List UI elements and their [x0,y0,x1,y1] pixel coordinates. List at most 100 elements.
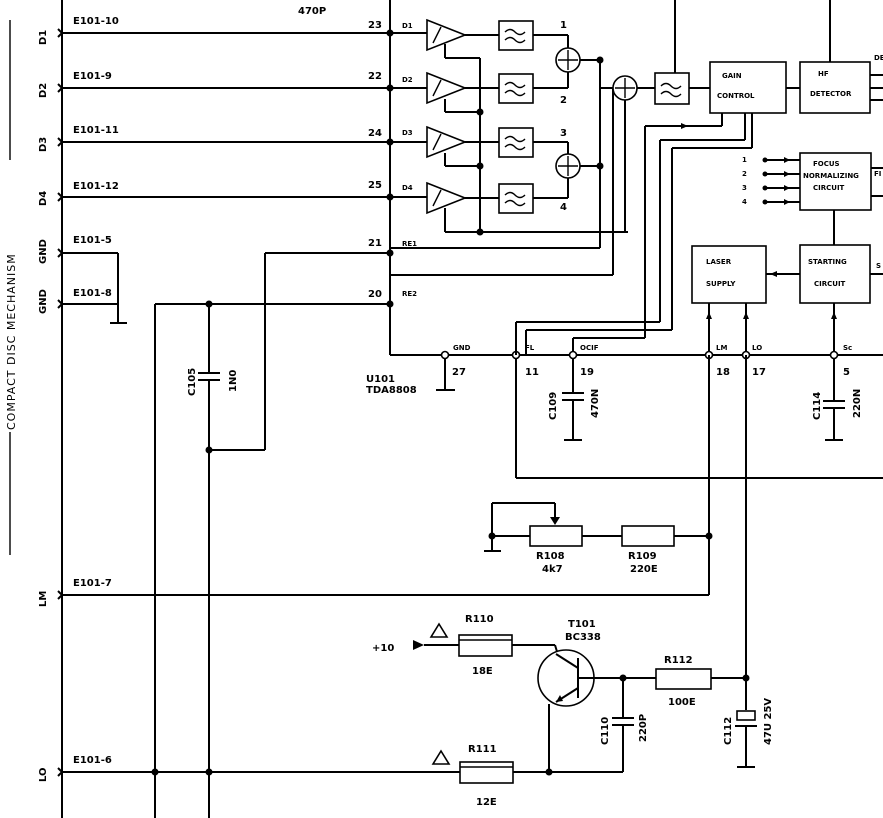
component-ref: R112 [664,655,693,666]
connector-ref: E101-12 [73,181,119,192]
transistor-stage: +10 R110 18E T101 BC338 R111 12E C110 2 [372,355,774,808]
connector-sig: D3 [38,137,49,152]
pin-number: 25 [368,180,382,191]
connector-sig: GND [38,289,49,314]
component-value: BC338 [565,632,601,643]
component-value: 470N [590,389,601,418]
capacitor-c109: C109 470N [548,358,601,441]
pin-number: 22 [368,71,382,82]
capacitor-c105: C105 1N0 [154,252,390,818]
internal-label: D1 [402,22,413,30]
sum-label: 2 [560,95,567,106]
connector-sig: LO [38,767,49,782]
focus-input-label: 2 [742,170,747,178]
sum-label: 4 [560,202,567,213]
pin-name: Sc [843,344,852,352]
component-ref: C109 [548,392,559,420]
component-value: 18E [472,666,493,677]
focus-input-label: 1 [742,156,747,164]
pin-number: 18 [716,367,730,378]
focus-input-label: 3 [742,184,747,192]
pin-name: LO [752,344,762,352]
laser-supply-block: LASER SUPPLY [691,245,800,355]
connector-sig: GND [38,239,49,264]
component-ref: R111 [468,744,497,755]
component-value: 220N [852,389,863,418]
block-label: HF [818,70,829,78]
supply-label: +10 [372,643,394,654]
edge-fragment: DE [874,54,883,62]
block-label: CONTROL [717,92,755,100]
starting-circuit-block: STARTING CIRCUIT S [799,244,883,355]
pin-name: FL [525,344,535,352]
sum-label: 1 [560,20,567,31]
block-label: DETECTOR [810,90,852,98]
hf-path [600,0,710,232]
connector-ref: E101-9 [73,71,112,82]
connector-ref: E101-7 [73,578,112,589]
pin-name: GND [453,344,471,352]
component-value: 12E [476,797,497,808]
internal-label: D4 [402,184,413,192]
component-ref: C105 [187,368,198,396]
pin-number: 23 [368,20,382,31]
component-ref: C110 [600,717,611,745]
focus-input-label: 4 [742,198,747,206]
connector-sig: D1 [38,30,49,45]
block-label: STARTING [808,258,847,266]
ic-ref: U101 [366,374,395,385]
component-value: 1N0 [228,370,239,392]
component-ref: R110 [465,614,494,625]
component-ref: T101 [568,619,596,630]
pin-number: 27 [452,367,466,378]
resistor-network-r108-r109: R108 4k7 R109 220E [484,355,713,595]
internal-label: D2 [402,76,413,84]
block-label: FOCUS [813,160,840,168]
pin-number: 21 [368,238,382,249]
edge-fragment: S [876,262,881,270]
connector-sig: LM [38,591,49,607]
block-label: CIRCUIT [813,184,845,192]
amplifier-chain: 1 2 3 4 [390,18,628,276]
connector-ref: E101-6 [73,755,112,766]
pin-name: LM [716,344,727,352]
pin-number: 11 [525,367,539,378]
connector-ref: E101-11 [73,125,119,136]
capacitor-c114: C114 220N [812,358,863,441]
input-connectors: D1 E101-10 23 D1 D2 E101-9 22 D2 D3 E101… [38,0,417,818]
component-ref: C112 [723,717,734,745]
ic-bottom-pins: GND 27 FL 11 OCIF 19 LM 18 LO 17 Sc 5 [436,344,852,391]
block-label: GAIN [722,72,742,80]
component-value: 4k7 [542,564,563,575]
block-label: NORMALIZING [803,172,859,180]
component-ref: R108 [536,551,565,562]
internal-label: RE2 [402,290,417,298]
pin-number: 19 [580,367,594,378]
pin-number: 5 [843,367,850,378]
connector-ref: E101-8 [73,288,112,299]
top-cap-value: 470P [298,6,326,17]
block-label: SUPPLY [706,280,736,288]
connector-ref: E101-5 [73,235,112,246]
internal-label: D3 [402,129,413,137]
edge-fragment: FI [874,170,881,178]
sum-label: 3 [560,128,567,139]
internal-label: RE1 [402,240,417,248]
pin-number: 20 [368,289,382,300]
pin-name: OCIF [580,344,599,352]
component-value: 220P [638,714,649,742]
connector-sig: D2 [38,83,49,98]
component-ref: C114 [812,392,823,420]
component-value: 47U 25V [763,698,774,745]
connector-ref: E101-10 [73,16,119,27]
component-value: 220E [630,564,658,575]
pin-number: 17 [752,367,766,378]
lower-connectors: LM E101-7 LO E101-6 [38,578,709,782]
hf-detector-block: HF DETECTOR DE [799,0,883,114]
block-label: LASER [706,258,732,266]
ic-part: TDA8808 [366,385,417,396]
gain-control-block: GAIN CONTROL [525,61,800,355]
component-value: 100E [668,697,696,708]
block-label: CIRCUIT [814,280,846,288]
